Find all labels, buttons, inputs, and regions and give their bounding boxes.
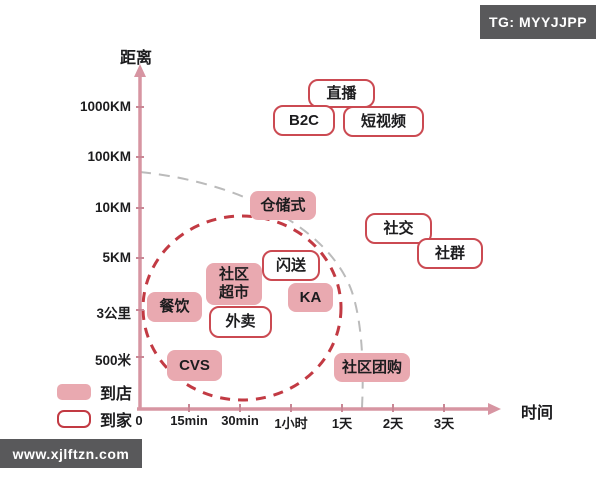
legend-item-home: 到家 xyxy=(57,407,132,431)
point-warehouse-store: 仓储式 xyxy=(250,191,316,220)
point-live-streaming: 直播 xyxy=(308,79,375,108)
y-axis-arrow-icon xyxy=(134,64,146,77)
legend-item-store: 到店 xyxy=(57,380,132,404)
y-tick-3km: 3公里 xyxy=(96,306,131,321)
y-tick-5km: 5KM xyxy=(102,250,131,265)
y-tick-100km: 100KM xyxy=(87,149,131,164)
x-tick-1day: 1天 xyxy=(331,416,353,431)
point-ka: KA xyxy=(288,283,333,312)
point-catering: 餐饮 xyxy=(147,292,202,322)
point-flash-delivery: 闪送 xyxy=(262,250,320,281)
point-community-group-buy: 社区团购 xyxy=(334,353,410,382)
x-axis-arrow-icon xyxy=(488,403,501,415)
watermark-url: www.xjlftzn.com xyxy=(0,439,142,468)
point-b2c: B2C xyxy=(273,105,335,136)
y-tick-1000km: 1000KM xyxy=(79,99,131,114)
y-axis-title: 距离 xyxy=(120,50,153,67)
x-tick-0: 0 xyxy=(135,413,143,428)
store-swatch-icon xyxy=(57,384,91,400)
point-community-supermarket: 社区 超市 xyxy=(206,263,262,305)
gray-dashed-arc xyxy=(139,171,364,409)
x-tick-3day: 3天 xyxy=(433,416,455,431)
y-tick-500m: 500米 xyxy=(94,353,131,368)
point-cvs: CVS xyxy=(167,350,222,381)
x-tick-2day: 2天 xyxy=(382,416,404,431)
point-community-group: 社群 xyxy=(417,238,483,269)
x-tick-15min: 15min xyxy=(170,413,208,428)
point-short-video: 短视频 xyxy=(343,106,424,137)
telegram-badge: TG: MYYJJPP xyxy=(480,5,596,39)
x-axis-ticks xyxy=(188,404,445,412)
red-dashed-ellipse xyxy=(141,214,343,402)
x-tick-30min: 30min xyxy=(221,413,259,428)
home-swatch-icon xyxy=(57,410,91,428)
x-axis-title: 时间 xyxy=(521,405,554,422)
legend-home-label: 到家 xyxy=(100,413,133,430)
legend-store-label: 到店 xyxy=(100,386,133,403)
point-takeout: 外卖 xyxy=(209,306,272,338)
y-tick-10km: 10KM xyxy=(94,200,131,215)
x-tick-1hour: 1小时 xyxy=(274,416,308,431)
y-axis-ticks xyxy=(136,106,144,358)
